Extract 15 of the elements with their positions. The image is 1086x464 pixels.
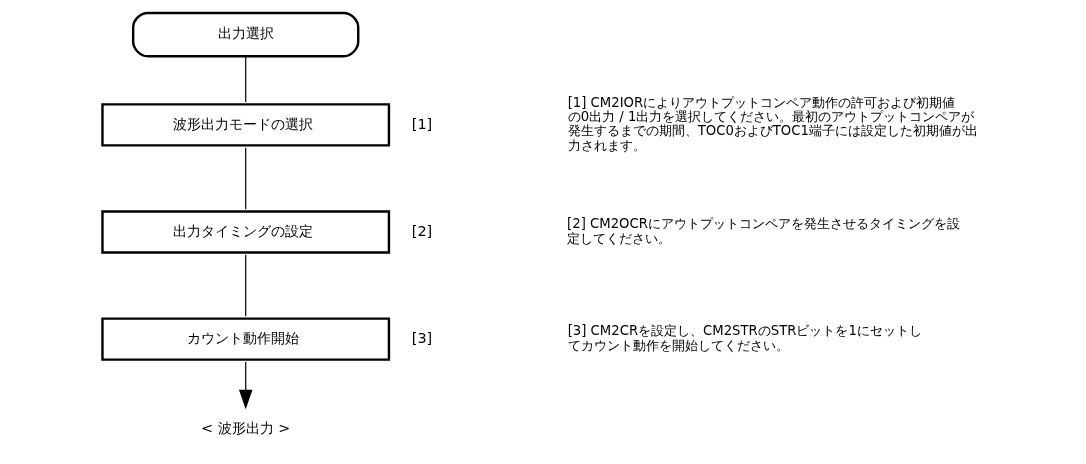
connector [245, 56, 247, 103]
node-box: 波形出力モードの選択 [101, 103, 391, 147]
label: [2] CM2OCRにアウトプットコンペアを発生させるタイミングを設定してください。 [567, 216, 960, 246]
arrow [238, 361, 253, 410]
node-label: [1] [411, 115, 433, 132]
node-box: 出力タイミングの設定 [101, 210, 391, 254]
connector [245, 254, 247, 317]
connector [245, 147, 247, 210]
node-box: カウント動作開始 [101, 317, 391, 361]
node-label: [3] [411, 329, 433, 346]
node-label: [2] [411, 222, 433, 239]
label: [3] CM2CRを設定し、CM2STRのSTRビットを1にセットしてカウント動作を開始してください。 [567, 323, 922, 353]
node-text: < 波形出力 > [201, 420, 291, 437]
node-box: 出力選択 [131, 11, 360, 58]
label: [1] CM2IORによりアウトプットコンペア動作の許可および初期値の0出力 / 1出力を選択してください。最初のアウトプットコンペアが発生するまでの期間、TOC0およびTOC1端子には設定した初期値が出力されます。 [567, 94, 978, 153]
